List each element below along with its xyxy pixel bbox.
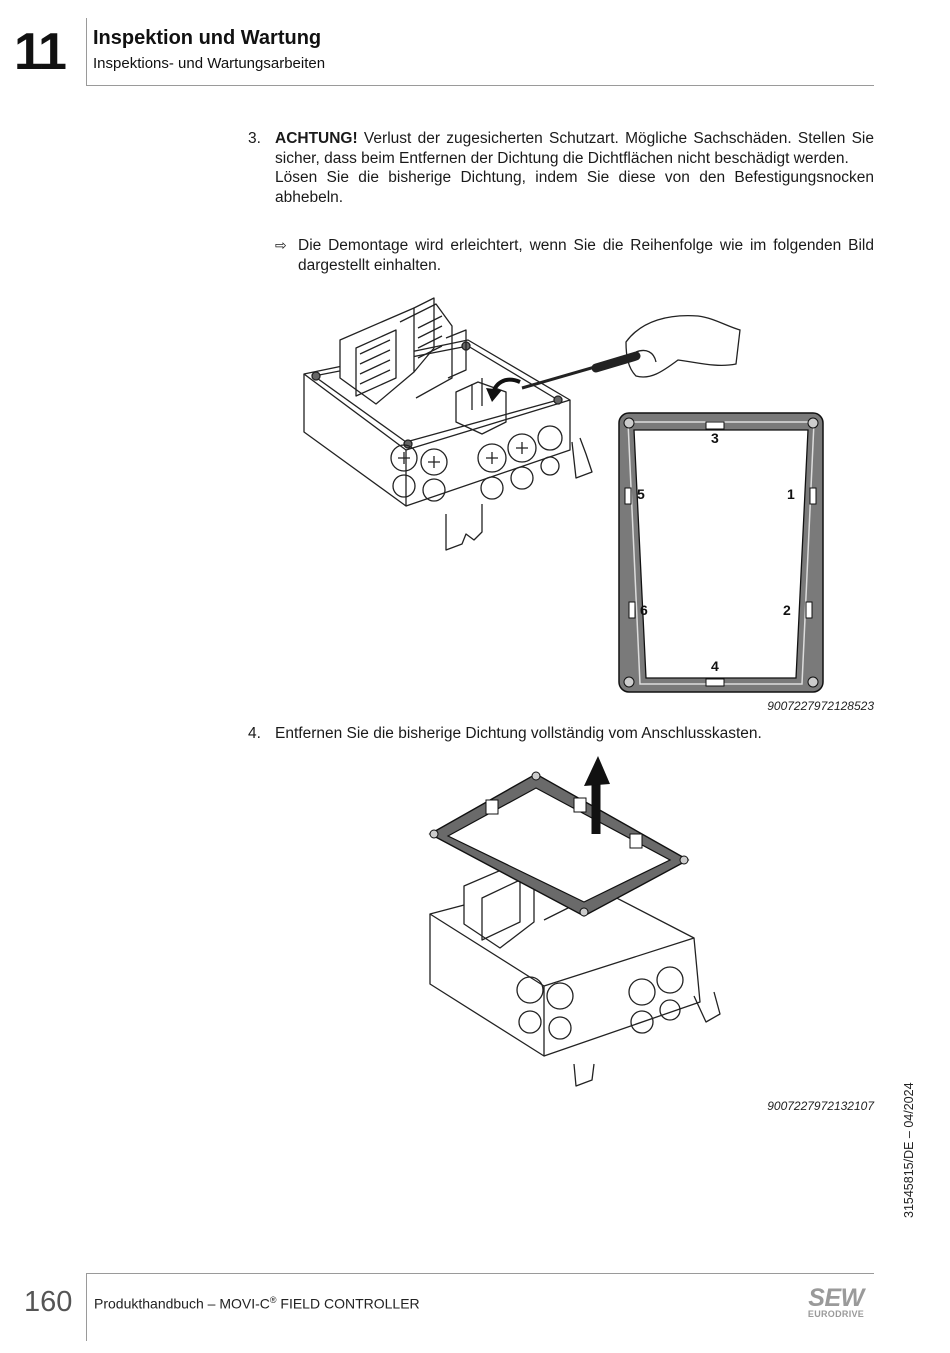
terminal-box-illustration — [303, 297, 593, 551]
warning-text: Verlust der zugesicherten Schutzart. Mög… — [275, 130, 874, 167]
page-subtitle: Inspektions- und Wartungsarbeiten — [93, 55, 326, 72]
page-number: 160 — [24, 1286, 73, 1318]
document-version: 31545815/DE – 04/2024 — [902, 1082, 916, 1218]
step-number: 3. — [248, 130, 261, 147]
logo-main-text: SEW — [808, 1284, 864, 1312]
footer-title-suffix: FIELD CONTROLLER — [276, 1295, 420, 1312]
step-instruction: Entfernen Sie die bisherige Dichtung vol… — [275, 725, 762, 742]
warning-label: ACHTUNG! — [275, 130, 358, 147]
gasket-label-5: 5 — [637, 486, 645, 502]
footer-divider — [86, 1273, 874, 1274]
figure-2-caption: 9007227972132107 — [767, 1099, 874, 1113]
sew-eurodrive-logo: SEW EURODRIVE — [800, 1284, 872, 1322]
header-divider — [86, 85, 874, 86]
header-divider-vertical — [86, 18, 87, 86]
figure-gasket-lift — [428, 756, 721, 1087]
gasket-label-1: 1 — [787, 486, 795, 502]
hint-arrow-icon: ⇨ — [275, 237, 287, 253]
registered-mark: ® — [269, 1295, 277, 1305]
warning-paragraph: ACHTUNG! Verlust der zugesicherten Schut… — [275, 129, 874, 168]
footer-doc-title: Produkthandbuch – MOVI-C® FIELD CONTROLL… — [94, 1295, 420, 1312]
step-number: 4. — [248, 725, 261, 742]
figure-1-caption: 9007227972128523 — [767, 699, 874, 713]
glands-front — [390, 425, 563, 502]
note-text: Die Demontage wird erleichtert, wenn Sie… — [298, 237, 874, 274]
screwdriver-icon — [521, 351, 641, 390]
footer-divider-vertical — [86, 1273, 87, 1341]
page-title: Inspektion und Wartung — [93, 27, 322, 49]
gasket-label-6: 6 — [640, 602, 648, 618]
step-instruction: Lösen Sie die bisherige Dichtung, indem … — [275, 169, 874, 206]
figure-gasket-removal-order: 3 5 1 6 2 4 — [303, 297, 824, 693]
step-3: 3. ACHTUNG! Verlust der zugesicherten Sc… — [248, 129, 874, 207]
gasket-label-3: 3 — [711, 430, 719, 446]
gasket-diagram: 3 5 1 6 2 4 — [618, 412, 824, 693]
footer-title-main: Produkthandbuch – MOVI-C — [94, 1295, 270, 1312]
step-4: 4. Entfernen Sie die bisherige Dichtung … — [248, 724, 874, 744]
step-3-note: ⇨ Die Demontage wird erleichtert, wenn S… — [275, 236, 874, 275]
glands-front-2 — [516, 966, 684, 1040]
gasket-frame-lifted — [428, 771, 690, 917]
hand-illustration — [625, 314, 741, 378]
chapter-number: 11 — [14, 23, 67, 81]
gasket-label-2: 2 — [783, 602, 791, 618]
logo-sub-text: EURODRIVE — [807, 1309, 865, 1319]
lift-arrow-icon — [584, 756, 610, 834]
gasket-label-4: 4 — [711, 658, 719, 674]
